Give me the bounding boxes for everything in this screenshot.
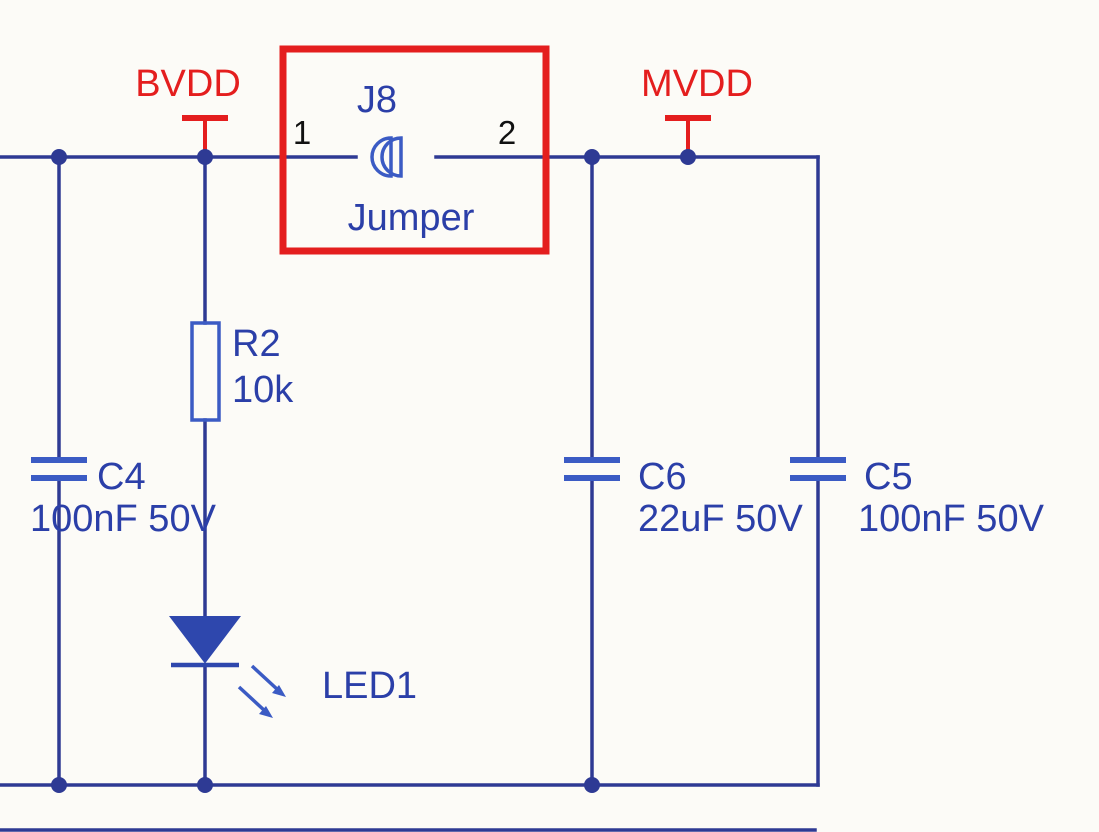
junction-dot: [51, 149, 67, 165]
junction-dot: [51, 777, 67, 793]
led1-light-arrows: [237, 664, 286, 718]
led1-designator: LED1: [322, 665, 417, 707]
led1-symbol: [168, 616, 286, 718]
capacitor-c5-symbol: [790, 457, 846, 481]
jumper-symbol: [370, 136, 403, 178]
led1-triangle: [168, 616, 242, 664]
r2-designator: R2: [232, 323, 281, 365]
mvdd-power-symbol: [665, 115, 711, 152]
junction-dot: [197, 777, 213, 793]
led1-arrow-1-shaft: [250, 664, 280, 692]
jumper-highlight-box: [279, 45, 550, 255]
junction-dot: [197, 149, 213, 165]
led1-arrow-2-head: [259, 706, 273, 718]
led1-arrow-1-head: [272, 685, 286, 697]
c4-value: 100nF 50V: [30, 498, 217, 540]
jumper-pin1-number: 1: [293, 114, 311, 151]
bvdd-power-symbol: [182, 115, 228, 152]
mvdd-net-label: MVDD: [641, 63, 753, 105]
c6-designator: C6: [638, 456, 687, 498]
jumper-pad-2: [380, 136, 403, 178]
jumper-pin2-number: 2: [498, 114, 516, 151]
capacitor-c6-symbol: [564, 457, 620, 481]
c6-value: 22uF 50V: [638, 498, 803, 540]
r2-value: 10k: [232, 369, 294, 411]
jumper-pad-1: [370, 136, 393, 178]
junction-dot: [584, 149, 600, 165]
c5-value: 100nF 50V: [858, 498, 1045, 540]
resistor-r2-body: [190, 321, 221, 422]
jumper-name-label: Jumper: [348, 197, 475, 239]
c5-designator: C5: [864, 456, 913, 498]
c4-designator: C4: [97, 456, 146, 498]
led1-arrow-2-shaft: [237, 685, 267, 713]
junction-dot: [584, 777, 600, 793]
bvdd-net-label: BVDD: [135, 63, 241, 105]
junction-dot: [680, 149, 696, 165]
capacitor-c4-symbol: [31, 457, 87, 481]
jumper-designator: J8: [357, 79, 397, 121]
